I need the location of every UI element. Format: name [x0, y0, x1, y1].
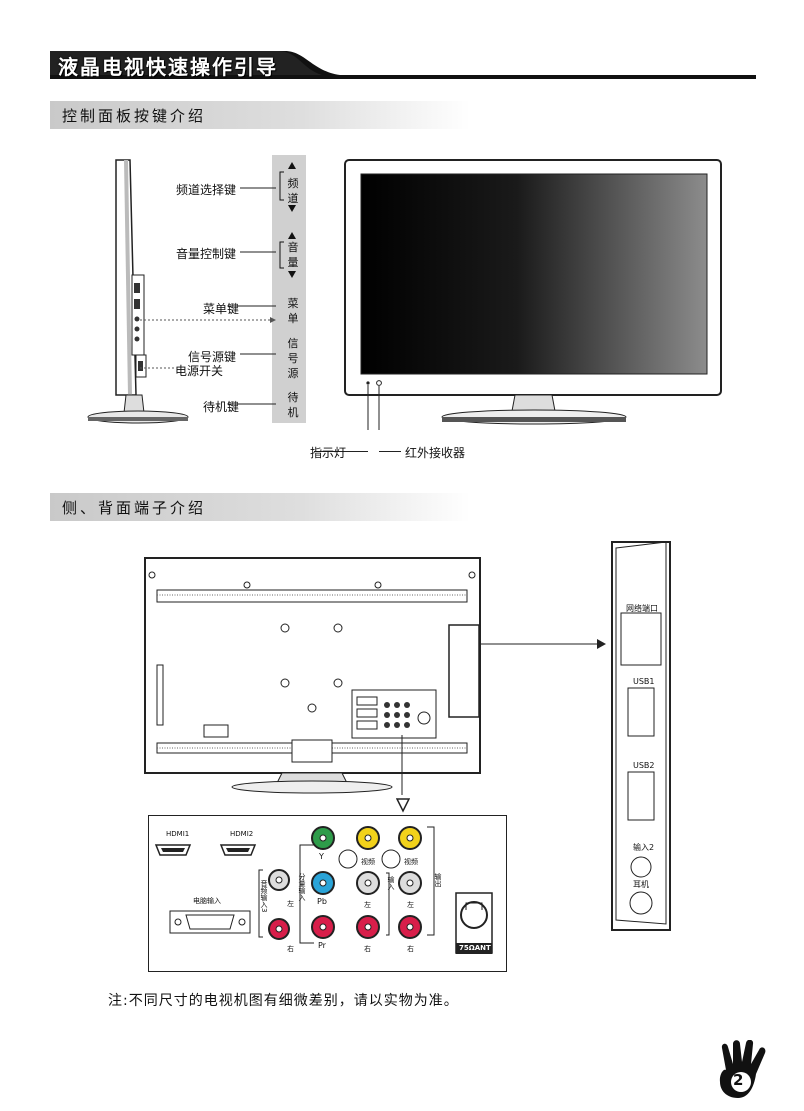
- label-power-switch: 电源开关: [175, 364, 224, 378]
- label-pr: Pr: [318, 941, 326, 950]
- label-video-out: 视频: [404, 858, 418, 866]
- label-in-right: 右: [364, 945, 371, 953]
- section2-title: 侧、背面端子介绍: [62, 499, 207, 517]
- label-out-left: 左: [407, 901, 414, 909]
- label-output: 输出: [434, 873, 442, 887]
- tv-front-view: [344, 159, 722, 430]
- panel-standby-text: 待机: [287, 391, 299, 419]
- panel-source-text: 信号源: [287, 337, 299, 380]
- label-source-key: 信号源键: [188, 350, 237, 364]
- panel-menu-text: 菜单: [287, 297, 299, 325]
- indicator-line: [314, 451, 368, 452]
- label-in-left: 左: [364, 901, 371, 909]
- ports-drawing: [154, 826, 493, 954]
- panel-channel-text: 频道: [287, 177, 299, 205]
- label-component-input: 分量输入: [298, 873, 306, 901]
- label-usb2: USB2: [633, 761, 655, 770]
- section1-header: 控制面板按键介绍: [50, 101, 470, 129]
- label-indicator: 指示灯: [310, 446, 347, 460]
- label-hdmi2: HDMI2: [230, 830, 254, 838]
- tv-back-view: [144, 557, 606, 795]
- footnote: 注:不同尺寸的电视机图有细微差别，请以实物为准。: [108, 993, 459, 1009]
- label-audio-right: 右: [287, 945, 294, 953]
- label-antenna: 75ΩANT: [459, 944, 491, 952]
- section2-header: 侧、背面端子介绍: [50, 493, 470, 521]
- label-video-in: 视频: [361, 858, 375, 866]
- panel-volume-text: 音量: [287, 241, 299, 269]
- hand-icon: [719, 1040, 766, 1098]
- ir-line: [379, 451, 401, 452]
- page-number: 2: [733, 1071, 744, 1089]
- label-hdmi1: HDMI1: [166, 830, 190, 838]
- main-title: 液晶电视快速操作引导: [58, 55, 278, 79]
- main-title-banner: 液晶电视快速操作引导: [50, 49, 756, 79]
- section1-title: 控制面板按键介绍: [62, 107, 207, 125]
- tv-side-view: [87, 159, 189, 424]
- ports-detail-box: [148, 815, 507, 972]
- label-audio-left: 左: [287, 900, 294, 908]
- label-channel-key: 频道选择键: [176, 183, 237, 197]
- label-out-right: 右: [407, 945, 414, 953]
- panel-brackets: [279, 162, 296, 278]
- label-y: Y: [319, 852, 324, 861]
- label-usb1: USB1: [633, 677, 655, 686]
- side-panel: [611, 541, 671, 931]
- label-volume-key: 音量控制键: [176, 247, 237, 261]
- label-input2: 输入2: [633, 843, 655, 852]
- label-earphone: 耳机: [633, 880, 649, 889]
- leader-lines: [140, 187, 276, 405]
- label-ir-receiver: 红外接收器: [405, 446, 466, 460]
- label-input: 输入: [387, 876, 395, 890]
- control-panel-strip: [272, 155, 306, 423]
- label-network-port: 网络端口: [626, 604, 658, 613]
- title-banner-shape: [50, 51, 756, 79]
- label-pb: Pb: [317, 897, 327, 906]
- label-pc-input: 电脑输入: [193, 897, 221, 905]
- label-audio-input: 音频输入3: [260, 880, 268, 913]
- down-arrow: [396, 798, 410, 813]
